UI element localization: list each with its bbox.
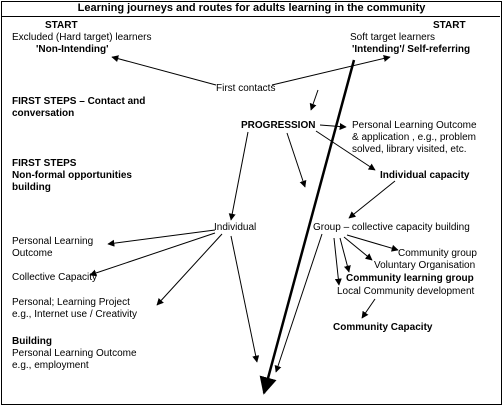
arrow-to-progression bbox=[309, 89, 319, 111]
arrow-to-collective-capacity bbox=[89, 232, 216, 277]
diagram-title: Learning journeys and routes for adults … bbox=[77, 2, 426, 14]
voluntary-organisation-label: Voluntary Organisation bbox=[374, 260, 476, 271]
arrow-to-community-capacity bbox=[361, 298, 376, 319]
arrow-to-personal-learning bbox=[107, 229, 216, 247]
arrow-to-intending bbox=[271, 55, 391, 86]
arrow-capacity-to-group bbox=[348, 180, 396, 219]
right-plo-label: Personal Learning Outcome bbox=[352, 120, 477, 131]
community-group-label: Community group bbox=[398, 248, 477, 259]
arrow-to-individual-capacity bbox=[315, 130, 376, 171]
non-intending-label: 'Non-Intending' bbox=[36, 44, 109, 55]
community-capacity-label: Community Capacity bbox=[333, 322, 433, 333]
non-formal-label: Non-formal opportunities bbox=[12, 170, 132, 181]
arrow-to-building bbox=[230, 235, 260, 363]
main-diagonal-arrow bbox=[259, 59, 356, 395]
soft-target-label: Soft target learners bbox=[350, 32, 436, 43]
left-start-label: START bbox=[45, 20, 78, 31]
local-community-development-label: Local Community development bbox=[337, 286, 475, 297]
first-steps-label: FIRST STEPS bbox=[12, 158, 77, 169]
first-steps-conversation-label: conversation bbox=[12, 108, 75, 119]
building-outcome-label: Personal Learning Outcome bbox=[12, 348, 137, 359]
first-contacts-label: First contacts bbox=[216, 83, 276, 94]
arrow-to-non-intending bbox=[111, 55, 217, 86]
arrow-to-voluntary bbox=[343, 236, 373, 261]
progression-label: PROGRESSION bbox=[241, 120, 316, 131]
outcome-label: Outcome bbox=[12, 248, 53, 259]
arrow-to-individual bbox=[228, 131, 249, 221]
right-problem-solved-label: solved, library visited, etc. bbox=[352, 144, 467, 155]
collective-capacity-label: Collective Capacity bbox=[12, 272, 98, 283]
group-label: Group – collective capacity building bbox=[313, 222, 470, 233]
employment-label: e.g., employment bbox=[12, 360, 89, 371]
community-learning-group-label: Community learning group bbox=[346, 273, 474, 284]
individual-label: Individual bbox=[214, 222, 257, 233]
title-bar bbox=[1, 1, 500, 17]
excluded-learners-label: Excluded (Hard target) learners bbox=[12, 32, 152, 43]
arrow-to-local-dev bbox=[333, 237, 342, 286]
first-steps-contact-label: FIRST STEPS – Contact and bbox=[12, 96, 146, 107]
arrow-group-down bbox=[274, 233, 323, 373]
arrow-to-group bbox=[286, 132, 307, 188]
building-label: Building bbox=[12, 336, 52, 347]
right-application-label: & application , e.g., problem bbox=[352, 132, 476, 143]
building-opportunities-label: building bbox=[12, 182, 51, 193]
internet-creativity-label: e.g., Internet use / Creativity bbox=[12, 309, 138, 320]
individual-capacity-label: Individual capacity bbox=[380, 170, 470, 181]
arrow-to-community-learning bbox=[339, 237, 351, 273]
right-start-label: START bbox=[433, 20, 466, 31]
arrow-to-personal-project bbox=[156, 233, 223, 306]
arrow-to-plo bbox=[319, 123, 347, 131]
personal-learning-label: Personal Learning bbox=[12, 236, 94, 247]
intending-label: 'Intending'/ Self-referring bbox=[352, 44, 471, 55]
personal-project-label: Personal; Learning Project bbox=[12, 297, 130, 308]
arrow-to-community-group bbox=[346, 234, 399, 252]
